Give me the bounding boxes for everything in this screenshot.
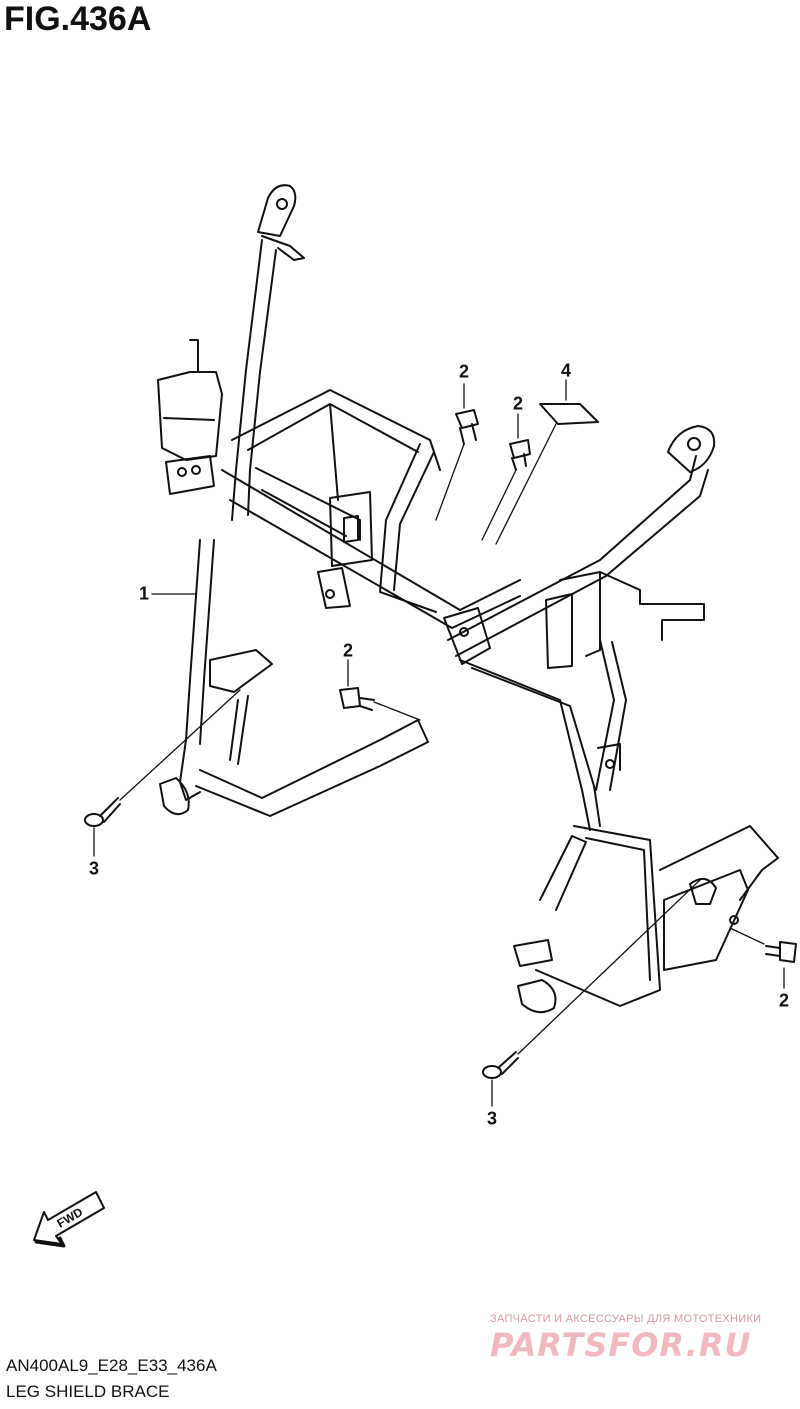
callout-2-top-b: 2 — [512, 393, 524, 414]
callout-2-top-a: 2 — [458, 361, 470, 382]
leader-lines — [93, 379, 785, 1107]
bolt-top-a — [455, 409, 479, 445]
bolt-top-b — [509, 439, 531, 471]
bolt-mid — [339, 687, 375, 711]
callout-1: 1 — [138, 583, 150, 604]
leg-shield-brace-frame — [157, 184, 779, 1014]
callout-4: 4 — [560, 360, 572, 381]
watermark-brand: PARTSFOR.RU — [490, 1326, 752, 1364]
screw-bottom — [482, 1051, 519, 1079]
watermark-tagline: ЗАПЧАСТИ И АКСЕССУАРЫ ДЛЯ МОТОТЕХНИКИ — [490, 1313, 762, 1325]
figure-caption: LEG SHIELD BRACE — [6, 1382, 170, 1401]
figure-title: FIG.436A — [4, 0, 152, 38]
figure-code: AN400AL9_E28_E33_436A — [6, 1356, 217, 1375]
callout-3-bottom: 3 — [486, 1108, 498, 1129]
callout-2-mid: 2 — [342, 640, 354, 661]
fwd-arrow-icon — [33, 1191, 105, 1248]
bolt-right — [765, 941, 797, 963]
callout-2-right: 2 — [778, 990, 790, 1011]
callout-3-left: 3 — [88, 858, 100, 879]
screw-left — [84, 797, 121, 827]
cushion-pad — [539, 403, 599, 425]
